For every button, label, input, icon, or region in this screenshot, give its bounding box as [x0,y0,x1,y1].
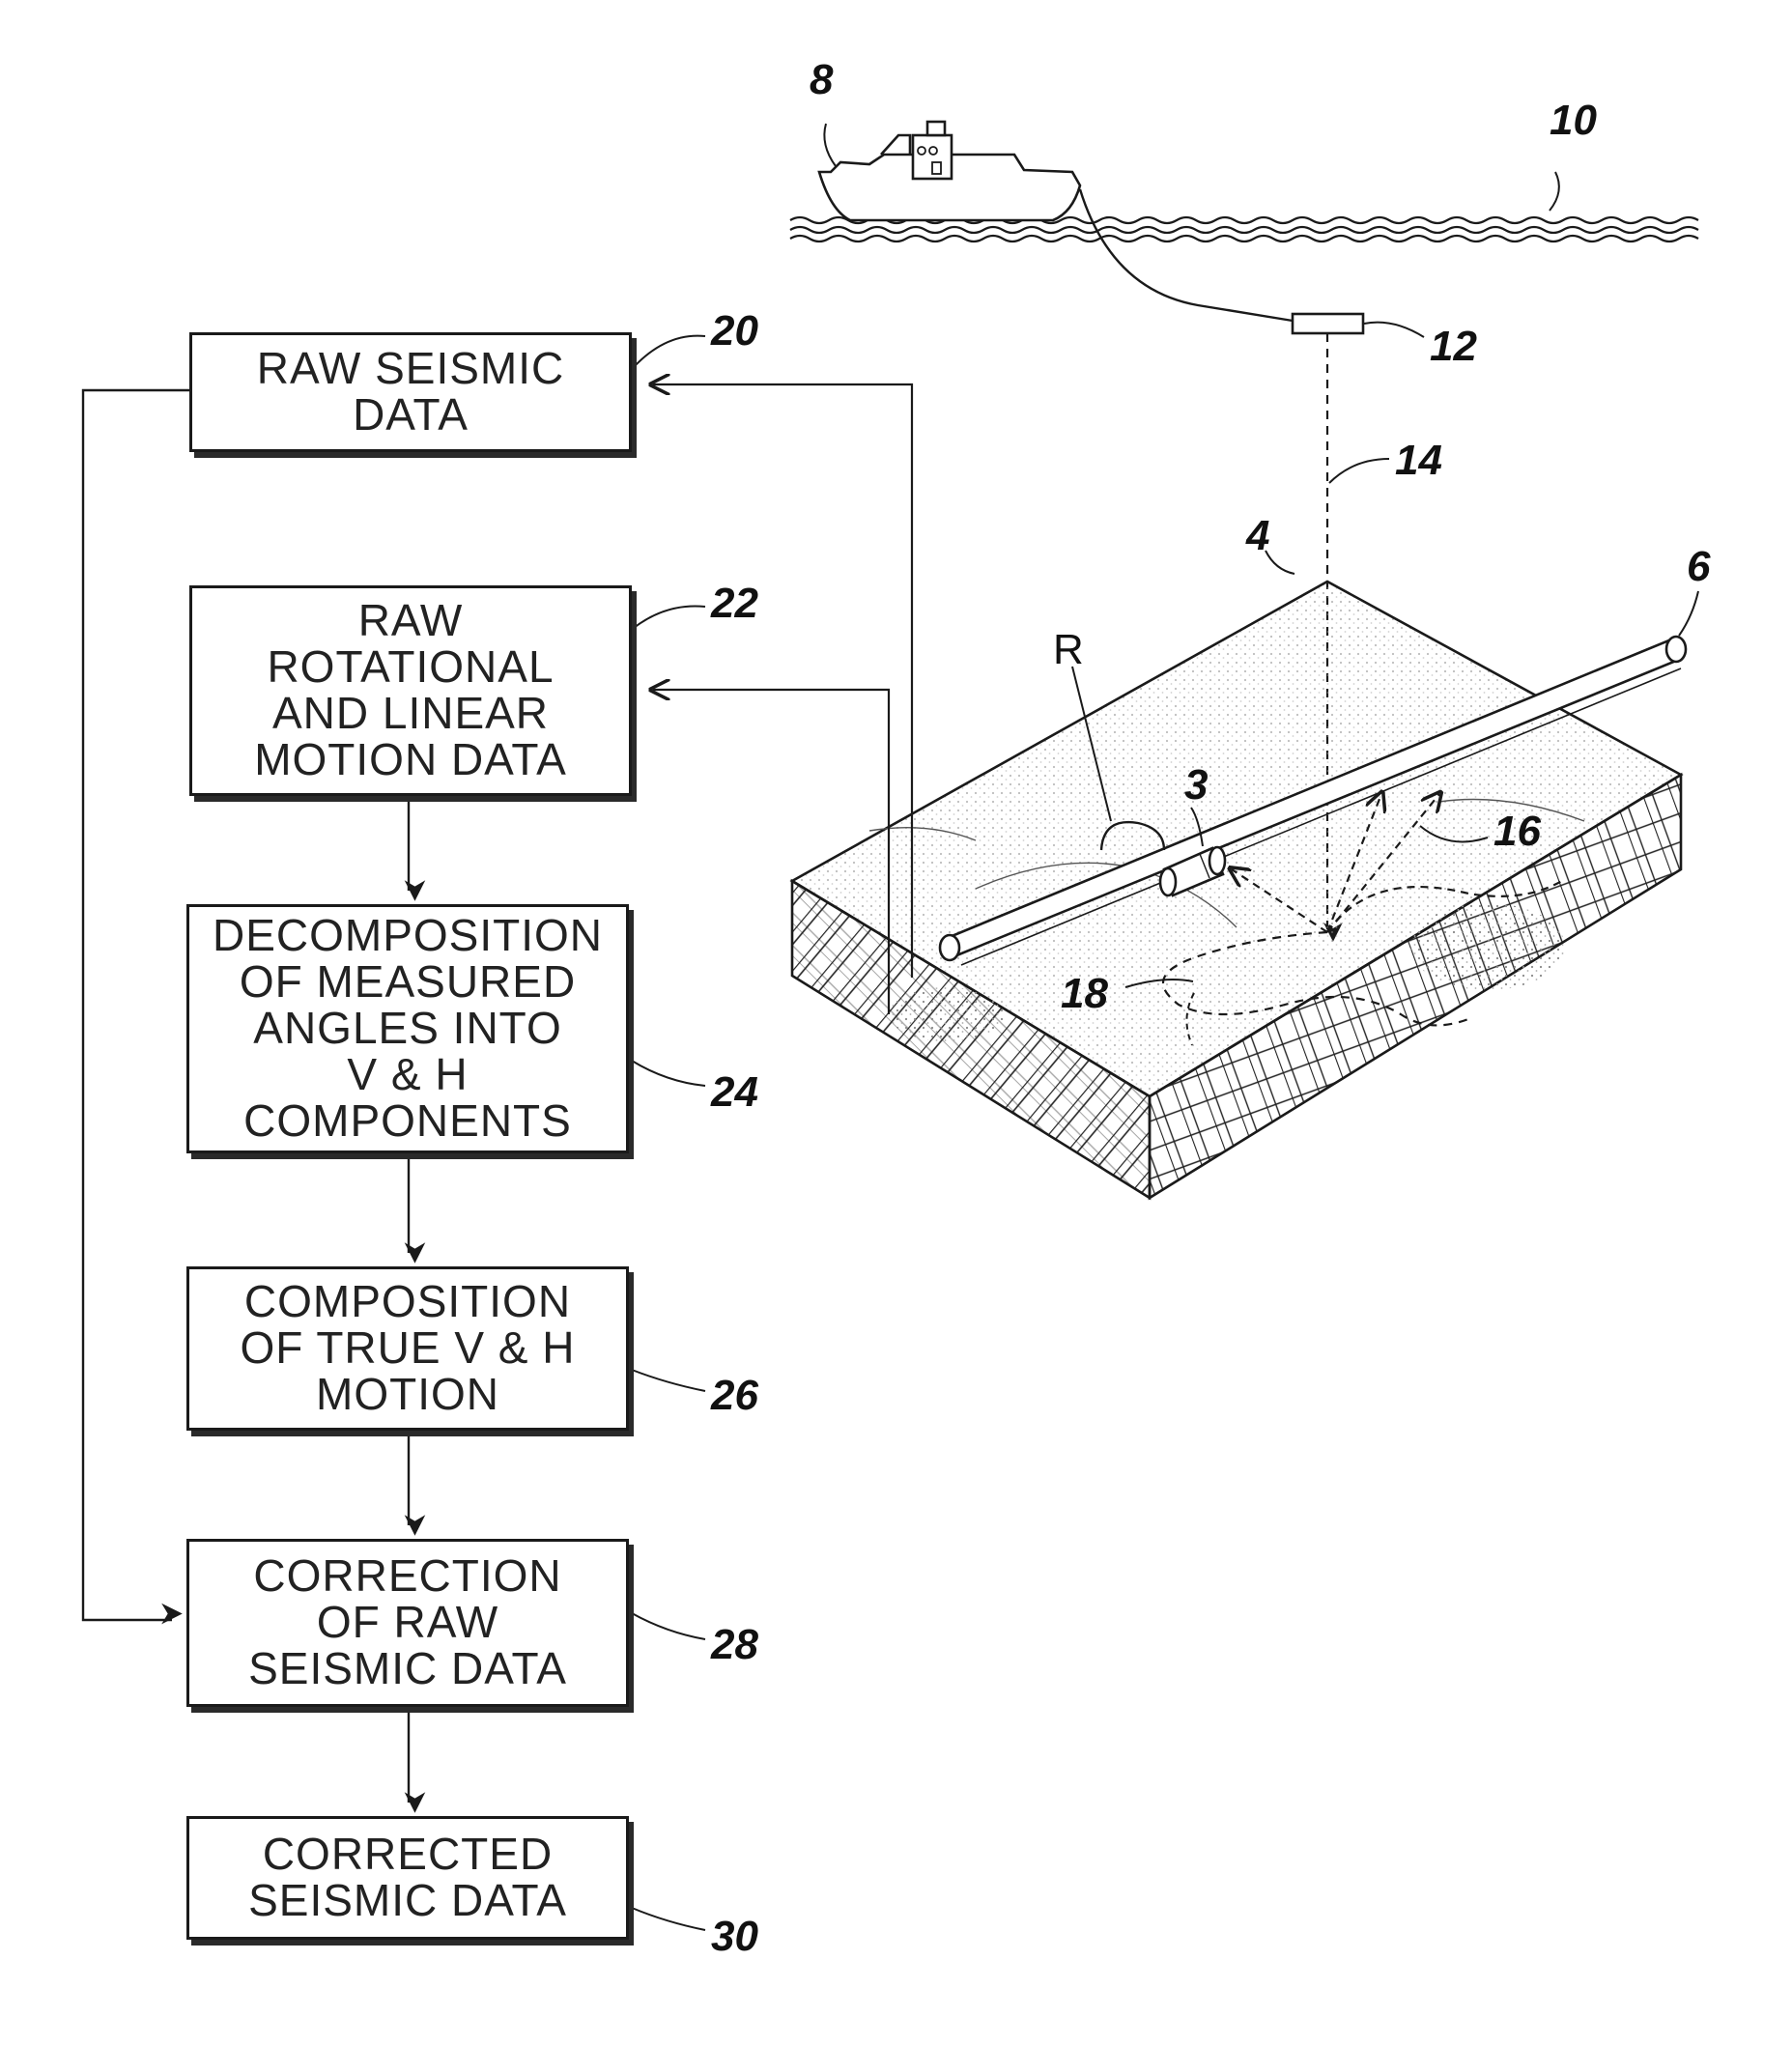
leader-4 [1266,551,1294,574]
ref-30: 30 [711,1913,758,1961]
corrected-seismic-data-box: CORRECTED SEISMIC DATA [186,1816,629,1940]
ref-6-cable: 6 [1687,543,1710,591]
ref-8-vessel: 8 [810,56,833,104]
ref-r-rotation: R [1053,626,1084,674]
composition-text: COMPOSITION OF TRUE V & H MOTION [241,1279,576,1417]
decomposition-text: DECOMPOSITION OF MEASURED ANGLES INTO V … [213,913,603,1144]
box-leaders [632,336,705,1930]
raw-seismic-data-box: RAW SEISMIC DATA [189,332,632,452]
raw-rotational-linear-motion-box: RAW ROTATIONAL AND LINEAR MOTION DATA [189,585,632,796]
raw-rotational-linear-motion-text: RAW ROTATIONAL AND LINEAR MOTION DATA [254,598,567,782]
leader-12 [1364,323,1424,337]
composition-box: COMPOSITION OF TRUE V & H MOTION [186,1266,629,1431]
raw-seismic-data-text: RAW SEISMIC DATA [257,346,565,439]
ref-14-signal: 14 [1395,437,1442,485]
ref-3-sensor: 3 [1184,761,1208,809]
tow-cable [1080,189,1293,321]
correction-box: CORRECTION OF RAW SEISMIC DATA [186,1539,629,1707]
ref-18-disturbance: 18 [1061,970,1108,1018]
corrected-seismic-data-text: CORRECTED SEISMIC DATA [248,1832,567,1924]
leader-6 [1679,591,1698,636]
ref-4-seabed: 4 [1246,512,1269,560]
seismic-source [1293,314,1363,333]
ref-28: 28 [711,1621,758,1669]
ref-10-sea-surface: 10 [1550,97,1597,145]
ref-22: 22 [711,580,758,628]
vessel [819,122,1080,220]
decomposition-box: DECOMPOSITION OF MEASURED ANGLES INTO V … [186,904,629,1153]
leader-14 [1329,459,1389,483]
ref-16-reflections: 16 [1493,808,1541,856]
leader-8 [824,124,836,166]
ref-12-source: 12 [1430,323,1477,371]
correction-text: CORRECTION OF RAW SEISMIC DATA [248,1553,567,1691]
seabed-block [792,582,1681,1198]
leader-10 [1550,172,1559,211]
ref-26: 26 [711,1372,758,1420]
ref-24: 24 [711,1068,758,1117]
ref-20: 20 [711,307,758,355]
